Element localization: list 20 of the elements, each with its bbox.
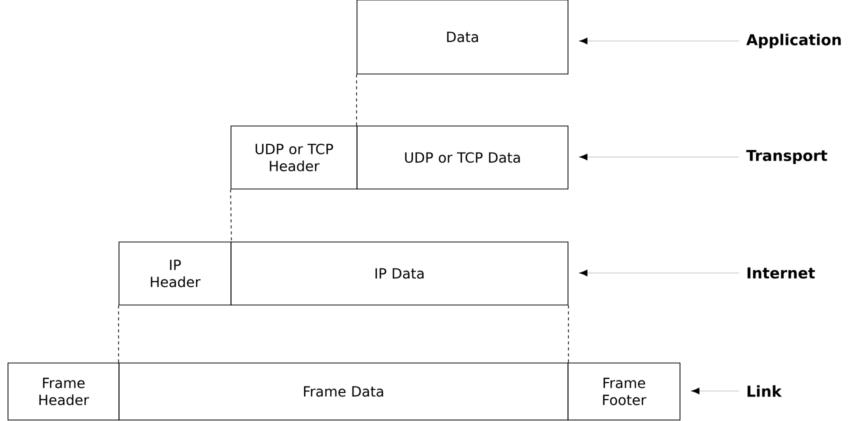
layer-label: Internet [748, 267, 815, 279]
arrow [691, 388, 740, 394]
packet-field-box: Data [356, 0, 568, 74]
arrow [579, 154, 740, 160]
packet-field-box: UDP or TCP Header [230, 126, 358, 190]
layer-label: Transport [746, 150, 828, 164]
dashed-line [118, 305, 119, 363]
dashed-line [568, 305, 569, 363]
packet-field-box: Frame Header [8, 362, 120, 420]
dashed-line [356, 74, 357, 126]
packet-field-box: Frame Footer [568, 362, 680, 420]
dashed-line [230, 189, 232, 242]
packet-field-box: IP Data [230, 242, 568, 306]
arrow [579, 38, 740, 44]
packet-field-box: UDP or TCP Data [356, 126, 568, 190]
layer-label: Link [748, 385, 782, 397]
packet-field-box: Frame Data [118, 362, 568, 420]
layer-label: Application [746, 34, 841, 48]
arrow [579, 270, 740, 276]
packet-field-box: IP Header [118, 242, 232, 306]
